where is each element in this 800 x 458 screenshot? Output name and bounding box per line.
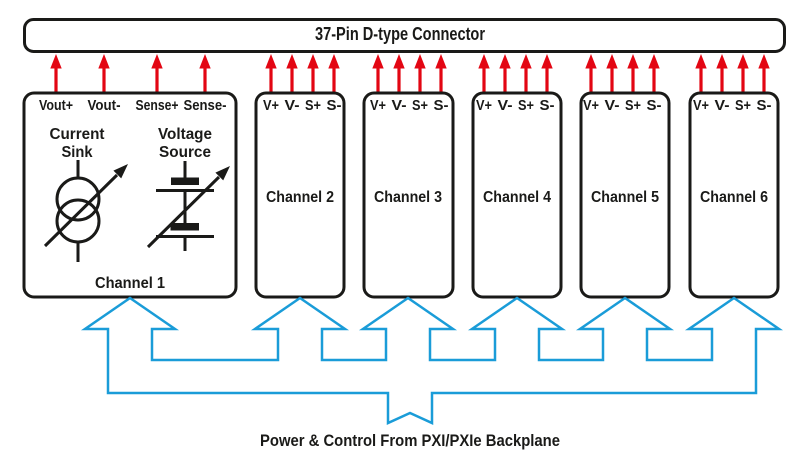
channel-name: Channel 2 bbox=[266, 189, 334, 206]
red-arrow-icon bbox=[585, 54, 597, 94]
channel-box bbox=[22, 91, 238, 299]
pin-label: V- bbox=[285, 98, 300, 114]
pin-label: S- bbox=[327, 98, 342, 114]
pin-label: S- bbox=[647, 98, 662, 114]
pin-label: V+ bbox=[370, 98, 386, 114]
red-arrow-icon bbox=[50, 54, 62, 94]
red-arrow-icon bbox=[199, 54, 211, 94]
red-arrow-icon bbox=[414, 54, 426, 94]
pin-label: S+ bbox=[735, 98, 751, 114]
pin-label: S+ bbox=[305, 98, 321, 114]
battery-plate bbox=[171, 177, 199, 185]
channel-2-pin-arrows bbox=[265, 54, 340, 94]
pin-label: V+ bbox=[583, 98, 599, 114]
pin-label: Vout- bbox=[88, 98, 121, 114]
pin-label: S- bbox=[757, 98, 772, 114]
red-arrow-icon bbox=[286, 54, 298, 94]
red-arrow-icon bbox=[627, 54, 639, 94]
pin-label: V- bbox=[715, 98, 730, 114]
pin-label: S- bbox=[434, 98, 449, 114]
backplane-caption: Power & Control From PXI/PXIe Backplane bbox=[260, 431, 560, 450]
red-arrow-icon bbox=[606, 54, 618, 94]
pin-label: Vout+ bbox=[39, 98, 73, 114]
pin-label: S+ bbox=[625, 98, 641, 114]
voltage-source-symbol: Voltage Source bbox=[146, 126, 230, 251]
red-arrow-icon bbox=[648, 54, 660, 94]
block-label: Sink bbox=[62, 144, 93, 161]
connector: 37-Pin D-type Connector bbox=[23, 18, 786, 53]
channel-1: Vout+ Vout- Sense+ Sense- Current Sink V… bbox=[22, 91, 238, 299]
red-arrow-icon bbox=[393, 54, 405, 94]
channel-5: V+ V- S+ S- Channel 5 bbox=[579, 91, 671, 299]
current-source-circle bbox=[55, 176, 101, 222]
pin-label: V+ bbox=[263, 98, 279, 114]
channel-name: Channel 1 bbox=[95, 275, 165, 292]
red-arrow-icon bbox=[737, 54, 749, 94]
pin-label: V- bbox=[605, 98, 620, 114]
channel-name: Channel 4 bbox=[483, 189, 551, 206]
red-arrow-icon bbox=[328, 54, 340, 94]
channel-4: V+ V- S+ S- Channel 4 bbox=[471, 91, 563, 299]
red-arrow-icon bbox=[265, 54, 277, 94]
block-label: Current bbox=[50, 126, 106, 143]
channel-name: Channel 6 bbox=[700, 189, 768, 206]
pin-label: V+ bbox=[476, 98, 492, 114]
variable-arrow-head bbox=[113, 164, 128, 179]
backplane-fanout-arrow bbox=[80, 296, 784, 425]
channel-name: Channel 5 bbox=[591, 189, 659, 206]
channel-4-pin-arrows bbox=[478, 54, 553, 94]
variable-arrow-head bbox=[215, 166, 230, 181]
red-arrow-icon bbox=[758, 54, 770, 94]
block-label: Source bbox=[159, 144, 211, 161]
red-arrow-icon bbox=[98, 54, 110, 94]
channel-6: V+ V- S+ S- Channel 6 bbox=[688, 91, 780, 299]
red-arrow-icon bbox=[307, 54, 319, 94]
red-arrow-icon bbox=[478, 54, 490, 94]
connector-box bbox=[23, 18, 786, 53]
block-label: Voltage bbox=[158, 126, 212, 143]
current-sink-symbol: Current Sink bbox=[43, 126, 128, 262]
red-arrow-icon bbox=[151, 54, 163, 94]
red-arrow-icon bbox=[520, 54, 532, 94]
channel-3: V+ V- S+ S- Channel 3 bbox=[362, 91, 455, 299]
channel-6-pin-arrows bbox=[695, 54, 770, 94]
variable-arrow-shaft bbox=[43, 173, 119, 248]
channel-1-pin-arrows bbox=[50, 54, 211, 94]
channel-3-pin-arrows bbox=[372, 54, 447, 94]
pin-label: Sense- bbox=[184, 98, 227, 114]
red-arrow-icon bbox=[499, 54, 511, 94]
pin-label: V- bbox=[392, 98, 407, 114]
pin-label: Sense+ bbox=[136, 98, 179, 114]
variable-arrow-shaft bbox=[146, 175, 221, 249]
battery-plate bbox=[170, 223, 199, 231]
pin-label: V- bbox=[498, 98, 513, 114]
channel-5-pin-arrows bbox=[585, 54, 660, 94]
red-arrow-icon bbox=[372, 54, 384, 94]
pin-label: S+ bbox=[518, 98, 534, 114]
red-arrow-icon bbox=[695, 54, 707, 94]
pin-label: S- bbox=[540, 98, 555, 114]
channel-name: Channel 3 bbox=[374, 189, 442, 206]
red-arrow-icon bbox=[435, 54, 447, 94]
connector-title: 37-Pin D-type Connector bbox=[315, 24, 485, 44]
pin-label: S+ bbox=[412, 98, 428, 114]
red-arrow-icon bbox=[716, 54, 728, 94]
channel-2: V+ V- S+ S- Channel 2 bbox=[254, 91, 346, 299]
red-arrow-icon bbox=[541, 54, 553, 94]
pin-label: V+ bbox=[693, 98, 709, 114]
